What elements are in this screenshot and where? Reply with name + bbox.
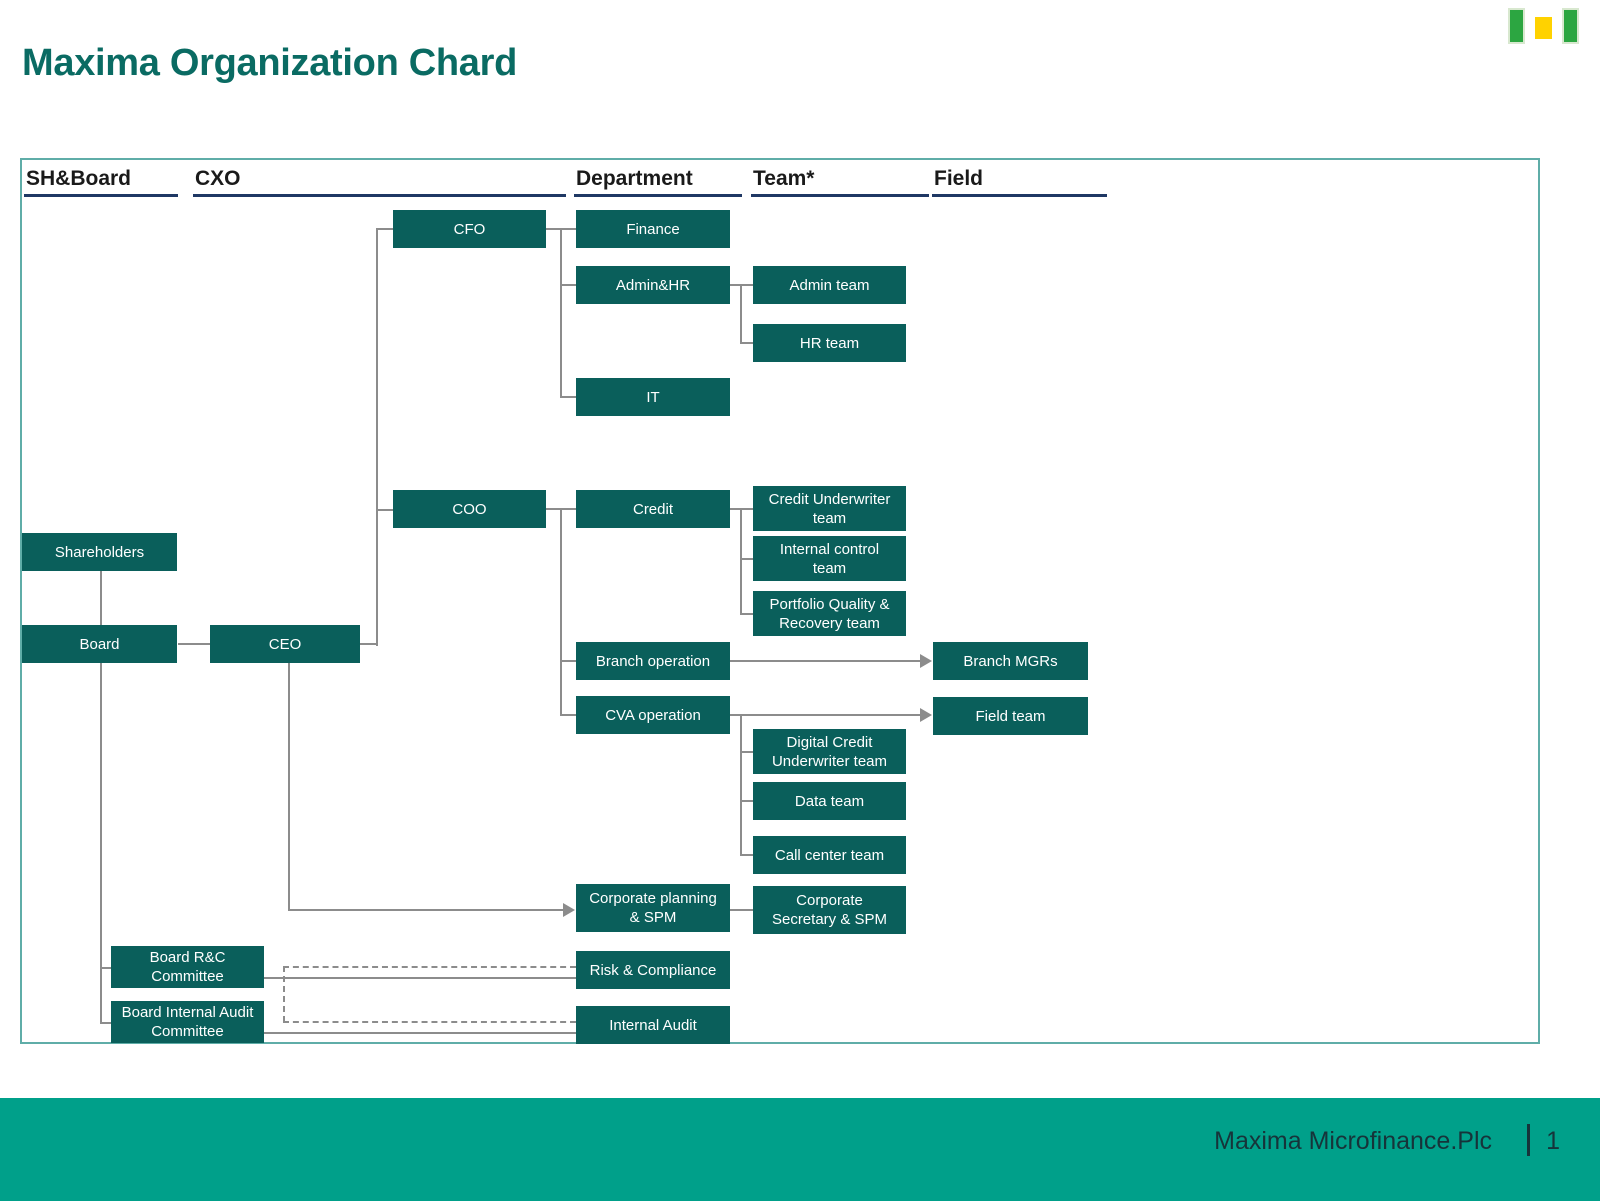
- connector-cva-to-data-team: [740, 800, 756, 802]
- connector-coo-to-cva-operation: [560, 714, 578, 716]
- column-header-field: Field: [934, 167, 984, 190]
- connector-branch-operation-to-branch-mgrs: [730, 660, 922, 662]
- column-header-cxo: CXO: [195, 167, 241, 190]
- arrow-to-field-team: [920, 708, 932, 722]
- node-it[interactable]: IT: [576, 378, 730, 416]
- connector-adminhr-spine: [740, 284, 742, 344]
- maxima-logo-icon: [1508, 6, 1584, 46]
- connector-credit-spine: [740, 508, 742, 615]
- connector-ceo-to-corporate-planning: [288, 909, 568, 911]
- connector-ceo-to-risk-compliance: [264, 977, 576, 979]
- node-admin-hr[interactable]: Admin&HR: [576, 266, 730, 304]
- connector-cfo-to-finance: [546, 228, 578, 230]
- connector-adminhr-to-hr-team: [740, 342, 756, 344]
- node-internal-control-team[interactable]: Internal control team: [753, 536, 906, 581]
- node-admin-team[interactable]: Admin team: [753, 266, 906, 304]
- node-field-team[interactable]: Field team: [933, 697, 1088, 735]
- connector-credit-to-internal-control-team: [740, 558, 756, 560]
- connector-ceo-to-coo: [376, 509, 394, 511]
- logo-bar-middle: [1535, 17, 1552, 39]
- node-risk-compliance[interactable]: Risk & Compliance: [576, 951, 730, 989]
- connector-ceo-spine: [376, 229, 378, 646]
- node-finance[interactable]: Finance: [576, 210, 730, 248]
- logo-bar-right: [1562, 8, 1579, 44]
- connector-cva-to-digital-credit-team: [740, 751, 756, 753]
- footer-company-name: Maxima Microfinance.Plc: [1214, 1127, 1492, 1155]
- connector-cva-to-call-center-team: [740, 854, 756, 856]
- node-corporate-planning-spm[interactable]: Corporate planning & SPM: [576, 884, 730, 932]
- connector-board-to-audit-committee: [100, 1022, 114, 1024]
- node-digital-credit-underwriter-team[interactable]: Digital Credit Underwriter team: [753, 729, 906, 774]
- connector-adminhr-to-admin-team: [729, 284, 755, 286]
- connector-ceo-to-internal-audit: [264, 1032, 576, 1034]
- logo-bar-left: [1508, 8, 1525, 44]
- connector-credit-to-underwriter-team: [729, 508, 755, 510]
- node-board-internal-audit-committee[interactable]: Board Internal Audit Committee: [111, 1001, 264, 1043]
- connector-coo-to-branch-operation: [560, 660, 578, 662]
- connector-cva-operation-to-field-team: [730, 714, 922, 716]
- node-internal-audit[interactable]: Internal Audit: [576, 1006, 730, 1044]
- connector-corporate-planning-to-secretary: [729, 909, 755, 911]
- dashed-rc-committee-to-risk-compliance: [283, 966, 576, 968]
- connector-ceo-to-cfo: [376, 228, 394, 230]
- column-rule-department: [574, 194, 742, 197]
- connector-credit-to-portfolio-team: [740, 613, 756, 615]
- node-hr-team[interactable]: HR team: [753, 324, 906, 362]
- footer-band: [0, 1098, 1600, 1201]
- connector-ceo-to-corporate-planning-vertical: [288, 663, 290, 910]
- column-rule-team: [751, 194, 929, 197]
- column-rule-sh-board: [24, 194, 178, 197]
- node-portfolio-quality-recovery-team[interactable]: Portfolio Quality & Recovery team: [753, 591, 906, 636]
- node-corporate-secretary-spm[interactable]: Corporate Secretary & SPM: [753, 886, 906, 934]
- node-board-rc-committee[interactable]: Board R&C Committee: [111, 946, 264, 988]
- connector-shareholders-to-board: [100, 570, 102, 626]
- connector-coo-spine: [560, 508, 562, 716]
- node-credit-underwriter-team[interactable]: Credit Underwriter team: [753, 486, 906, 531]
- connector-board-spine: [100, 663, 102, 1023]
- node-branch-mgrs[interactable]: Branch MGRs: [933, 642, 1088, 680]
- column-rule-field: [932, 194, 1107, 197]
- column-rule-cxo: [193, 194, 566, 197]
- node-ceo[interactable]: CEO: [210, 625, 360, 663]
- node-call-center-team[interactable]: Call center team: [753, 836, 906, 874]
- node-cva-operation[interactable]: CVA operation: [576, 696, 730, 734]
- node-branch-operation[interactable]: Branch operation: [576, 642, 730, 680]
- node-coo[interactable]: COO: [393, 490, 546, 528]
- connector-cfo-spine: [560, 228, 562, 398]
- node-data-team[interactable]: Data team: [753, 782, 906, 820]
- connector-cva-spine: [740, 714, 742, 856]
- connector-board-to-ceo: [178, 643, 210, 645]
- dashed-committee-spine: [283, 966, 285, 1022]
- connector-cfo-to-adminhr: [560, 284, 578, 286]
- column-header-department: Department: [576, 167, 693, 190]
- arrow-to-branch-mgrs: [920, 654, 932, 668]
- footer-page-number: 1: [1546, 1127, 1560, 1155]
- node-board[interactable]: Board: [22, 625, 177, 663]
- node-credit[interactable]: Credit: [576, 490, 730, 528]
- page-title: Maxima Organization Chard: [22, 42, 518, 84]
- footer-separator: [1527, 1124, 1530, 1156]
- connector-board-to-rc-committee: [100, 967, 114, 969]
- dashed-audit-committee-to-internal-audit: [283, 1021, 576, 1023]
- column-header-sh-board: SH&Board: [26, 167, 132, 190]
- node-shareholders[interactable]: Shareholders: [22, 533, 177, 571]
- connector-coo-to-credit: [546, 508, 578, 510]
- connector-ceo-right: [359, 643, 378, 645]
- node-cfo[interactable]: CFO: [393, 210, 546, 248]
- arrow-to-corporate-planning: [563, 903, 575, 917]
- connector-cfo-to-it: [560, 396, 578, 398]
- column-header-team: Team*: [753, 167, 815, 190]
